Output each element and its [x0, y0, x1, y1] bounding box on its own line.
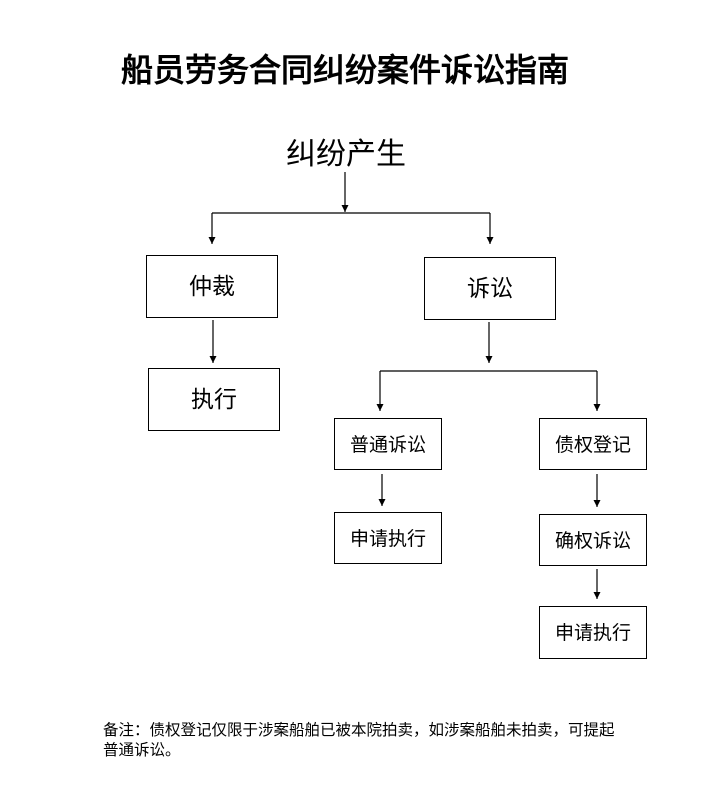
- footnote-line: 普通诉讼。: [103, 741, 181, 759]
- node-confirmation-litigation-label: 确权诉讼: [554, 529, 631, 552]
- node-ordinary-litigation-label: 普通诉讼: [349, 433, 426, 456]
- node-claim-registration: 债权登记: [539, 418, 647, 470]
- footnote-line: 备注：债权登记仅限于涉案船舶已被本院拍卖，如涉案船舶未拍卖，可提起: [103, 721, 615, 739]
- node-arbitration-label: 仲裁: [189, 273, 235, 300]
- node-litigation-label: 诉讼: [467, 275, 513, 302]
- node-arbitration: 仲裁: [146, 255, 278, 318]
- node-confirmation-execution: 申请执行: [539, 606, 647, 659]
- footnote: 备注：债权登记仅限于涉案船舶已被本院拍卖，如涉案船舶未拍卖，可提起 普通诉讼。: [103, 720, 663, 760]
- start-node-label: 纠纷产生: [286, 137, 406, 172]
- node-arbitration-execution: 执行: [148, 368, 280, 431]
- node-confirmation-execution-label: 申请执行: [554, 622, 631, 644]
- node-litigation: 诉讼: [424, 257, 556, 320]
- node-arbitration-execution-label: 执行: [191, 386, 237, 413]
- node-ordinary-litigation: 普通诉讼: [334, 418, 442, 470]
- page-title: 船员劳务合同纠纷案件诉讼指南: [120, 51, 569, 89]
- node-ordinary-execution-label: 申请执行: [349, 527, 426, 550]
- node-confirmation-litigation: 确权诉讼: [539, 514, 647, 566]
- node-ordinary-execution: 申请执行: [334, 512, 442, 564]
- node-claim-registration-label: 债权登记: [554, 433, 631, 456]
